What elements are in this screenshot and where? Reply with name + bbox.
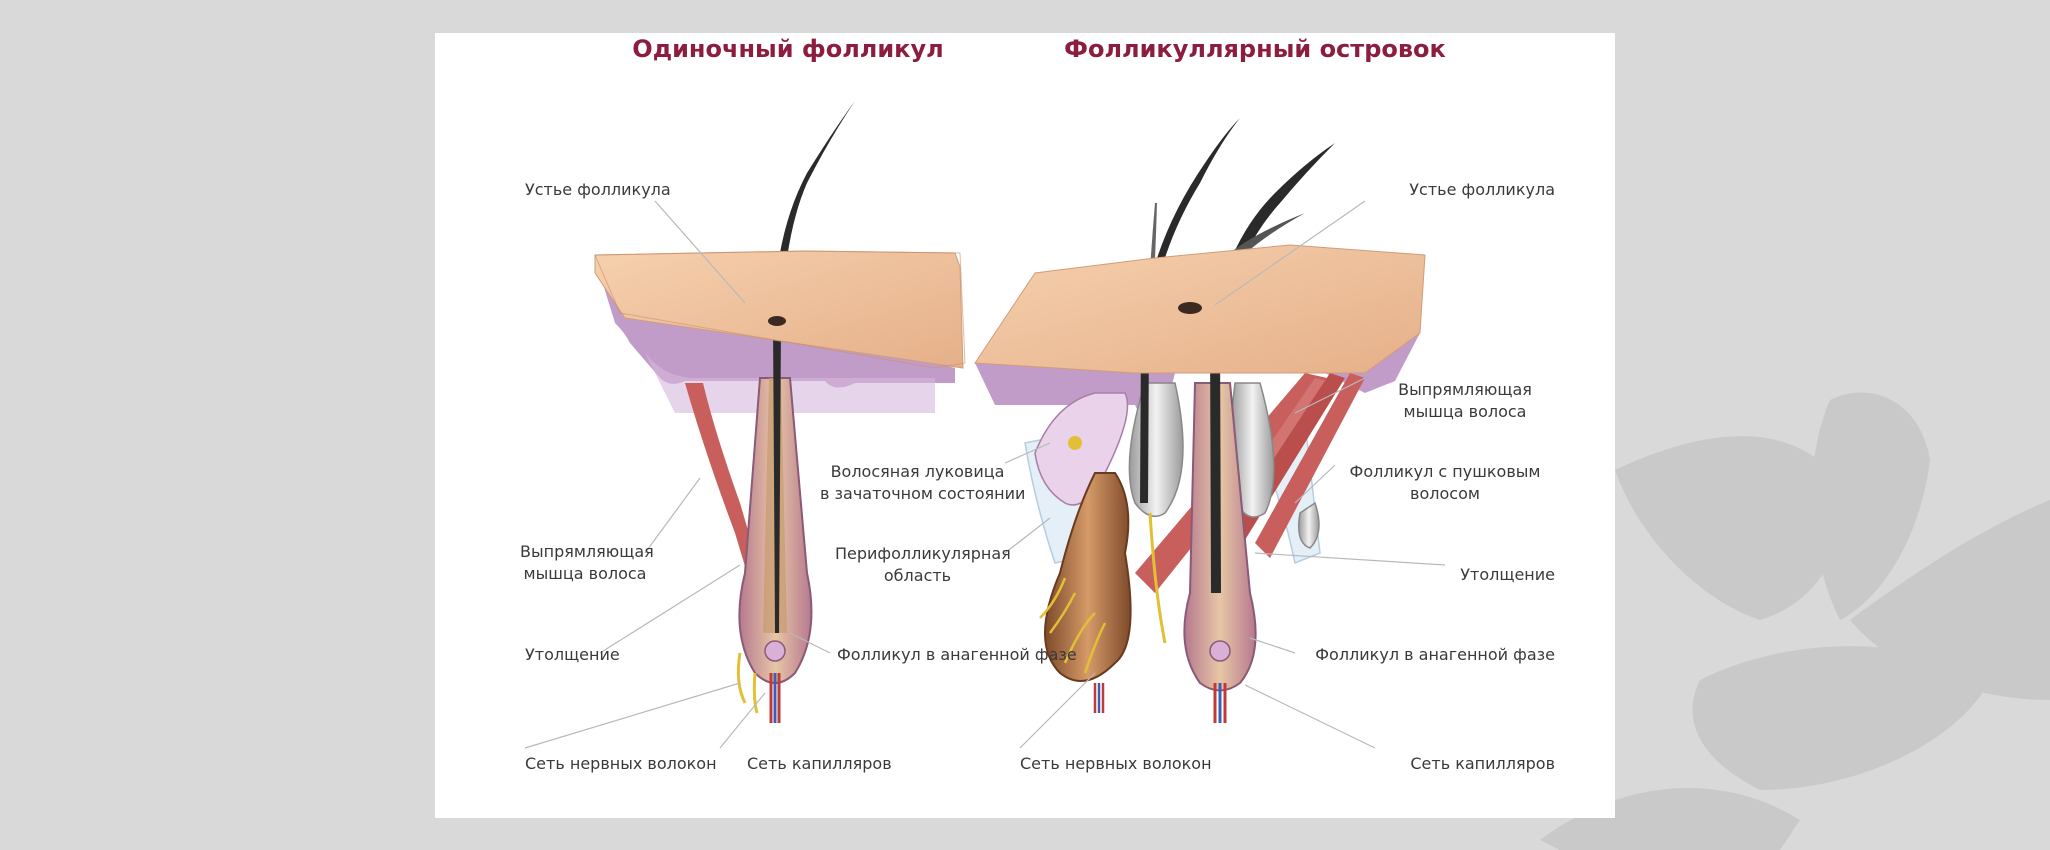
- label-right-anagen: Фолликул в анагенной фазе: [1315, 645, 1555, 664]
- rudimentary-bulb: [1034, 392, 1129, 506]
- label-right-ostium: Устье фолликула: [1409, 180, 1555, 199]
- label-right-bulge: Утолщение: [1460, 565, 1555, 584]
- title-follicular-unit: Фолликуллярный островок: [1064, 35, 1446, 63]
- label-rudimentary-bulb: Волосяная луковица в зачаточном состояни…: [820, 462, 1026, 503]
- hair-follicle-illustration: [524, 101, 1446, 749]
- label-left-arrector: Выпрямляющая мышца волоса: [520, 542, 654, 583]
- leader-lines: [524, 200, 1446, 749]
- label-vellus-follicle: Фолликул с пушковым волосом: [1349, 462, 1541, 503]
- label-right-capillaries: Сеть капилляров: [1410, 754, 1555, 773]
- right-hair-1: [1140, 118, 1240, 503]
- illustration-card: Одиночный фолликул Фолликуллярный остров…: [435, 33, 1615, 818]
- follicular-unit-diagram: [974, 118, 1426, 723]
- left-papilla: [764, 640, 786, 662]
- label-right-arrector: Выпрямляющая мышца волоса: [1398, 380, 1532, 421]
- single-follicle-diagram: [594, 101, 966, 723]
- label-left-bulge: Утолщение: [525, 645, 620, 664]
- label-left-nerves: Сеть нервных волокон: [525, 754, 717, 773]
- label-left-ostium: Устье фолликула: [525, 180, 671, 199]
- label-perifollicular: Перифолликулярная область: [835, 544, 1011, 585]
- label-left-capillaries: Сеть капилляров: [747, 754, 892, 773]
- label-left-anagen: Фолликул в анагенной фазе: [837, 645, 1077, 664]
- title-single-follicle: Одиночный фолликул: [632, 35, 944, 63]
- left-arrector-muscle: [685, 383, 757, 573]
- club-follicle: [1044, 472, 1132, 682]
- label-right-nerves: Сеть нервных волокон: [1020, 754, 1212, 773]
